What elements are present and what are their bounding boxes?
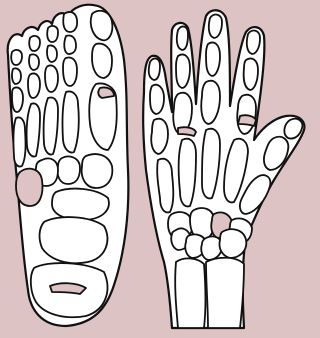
radius (206, 258, 244, 328)
metatarsal-3 (44, 98, 58, 155)
toe-2-proximal (63, 58, 77, 87)
scaphoid (219, 229, 246, 258)
talus (40, 217, 108, 263)
little-tint (178, 127, 196, 136)
ring-middle (176, 55, 190, 89)
foot-skeleton-icon (8, 5, 129, 326)
toe-5-middle (12, 68, 21, 84)
toe-4-distal (29, 36, 40, 51)
cuboid (16, 169, 43, 206)
toe-2-distal (63, 12, 77, 32)
sesamoid (98, 87, 114, 98)
ring-metacarpal (179, 139, 196, 207)
little-middle (150, 85, 164, 114)
heel-tint (50, 283, 86, 294)
index-tip-tint (238, 115, 256, 126)
middle-middle (206, 43, 220, 77)
ulna (175, 258, 205, 328)
metatarsal-5 (13, 118, 25, 167)
index-middle (244, 58, 258, 90)
metatarsal-4 (27, 104, 40, 157)
toe-4-middle (29, 54, 39, 70)
little-distal (149, 59, 160, 80)
navicular (52, 189, 109, 220)
ring-distal (177, 27, 188, 50)
hallux-proximal (92, 44, 112, 78)
toe-2-middle (64, 35, 76, 54)
toe-4-proximal (28, 73, 40, 98)
cuneiform-intermediate (57, 156, 80, 184)
toe-5-proximal (12, 87, 23, 112)
toe-3-proximal (45, 66, 58, 93)
index-distal (247, 31, 260, 54)
cuneiform-medial (82, 154, 113, 188)
toe-3-middle (47, 45, 57, 62)
toe-3-distal (47, 26, 58, 42)
metatarsal-2 (62, 92, 78, 153)
toe-5-distal (11, 50, 22, 65)
middle-distal (209, 15, 222, 38)
